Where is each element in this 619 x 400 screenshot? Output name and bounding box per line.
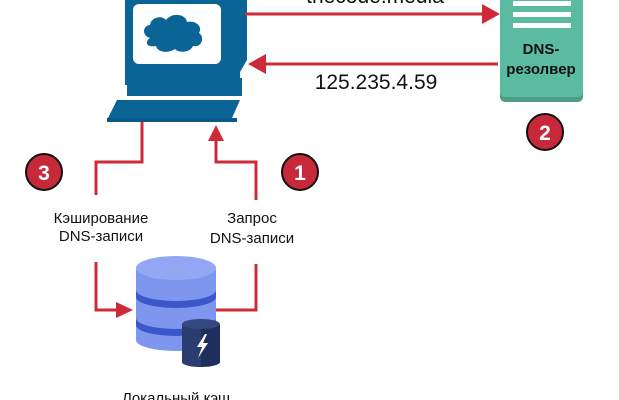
query-label-line2: DNS-записи xyxy=(210,230,294,247)
caching-label-line2: DNS-записи xyxy=(59,228,143,245)
cache-write-arrow xyxy=(94,122,144,312)
database-icon xyxy=(136,256,220,367)
step-3-badge: 3 xyxy=(25,153,63,191)
cache-arrowhead xyxy=(116,302,133,318)
resolver-server-icon: DNS- резолвер xyxy=(500,0,583,102)
resolver-label-line1: DNS- xyxy=(523,41,560,58)
request-label: thecode.media xyxy=(306,0,444,8)
step-2-badge: 2 xyxy=(526,113,564,151)
step-1-badge: 1 xyxy=(281,153,319,191)
cache-query-arrow xyxy=(214,138,258,312)
query-label-line1: Запрос xyxy=(227,210,277,227)
svg-text:3: 3 xyxy=(38,162,50,185)
svg-text:2: 2 xyxy=(539,122,551,145)
resolver-label-line2: резолвер xyxy=(506,61,575,78)
lightning-icon xyxy=(197,334,208,358)
computer-icon xyxy=(107,0,247,122)
response-arrow xyxy=(248,54,498,74)
request-arrow xyxy=(245,4,500,24)
query-arrowhead xyxy=(208,125,224,141)
cache-label: Локальный кэш xyxy=(122,390,230,400)
response-label: 125.235.4.59 xyxy=(315,71,438,94)
caching-label-line1: Кэширование xyxy=(54,210,149,227)
svg-text:1: 1 xyxy=(294,162,306,185)
